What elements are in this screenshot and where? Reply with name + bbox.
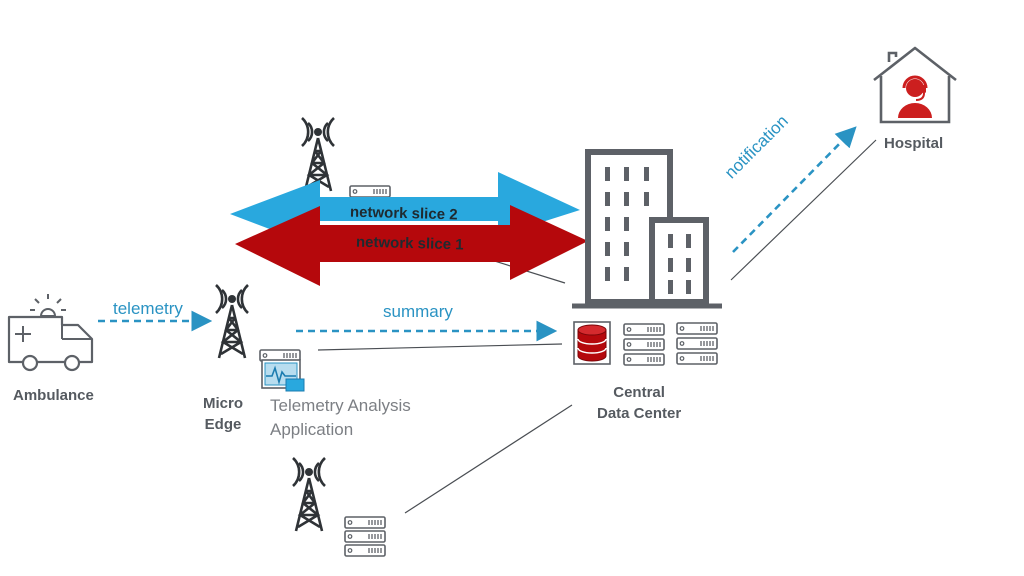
network-slice-2-label: network slice 2 (349, 203, 458, 224)
telemetry-flow-label: telemetry (113, 299, 183, 318)
cell-tower-icon (291, 456, 327, 533)
network-slice-1-arrow (235, 205, 588, 286)
hospital-label: Hospital (884, 135, 944, 152)
medical-staff-icon (898, 75, 932, 118)
server-rack-icon (344, 516, 386, 557)
ambulance-icon (7, 294, 94, 372)
cell-tower-icon (214, 283, 250, 360)
monitor-icon (259, 349, 305, 392)
central-data-center-label: Central Data Center (597, 384, 682, 422)
connector-lines (317, 139, 877, 514)
server-rack-icon (623, 323, 665, 366)
house-icon (873, 46, 957, 124)
summary-flow-label: summary (383, 302, 453, 321)
connector-dc-to-hospital (730, 139, 877, 281)
connector-bottom-to-dc (404, 404, 573, 514)
telemetry-app-label: Telemetry Analysis Application (270, 396, 411, 439)
network-slice-1-label: network slice 1 (355, 233, 464, 254)
database-icon (573, 321, 611, 365)
siren-icon (30, 294, 66, 317)
building-icon (572, 149, 722, 309)
micro-edge-label: Micro Edge (203, 395, 244, 433)
connector-edge-to-dc (317, 343, 563, 351)
server-rack-icon (676, 322, 718, 365)
server-icon (349, 185, 391, 198)
notification-flow-arrow (732, 126, 857, 253)
ambulance-label: Ambulance (13, 387, 94, 404)
cell-tower-icon (300, 116, 336, 193)
